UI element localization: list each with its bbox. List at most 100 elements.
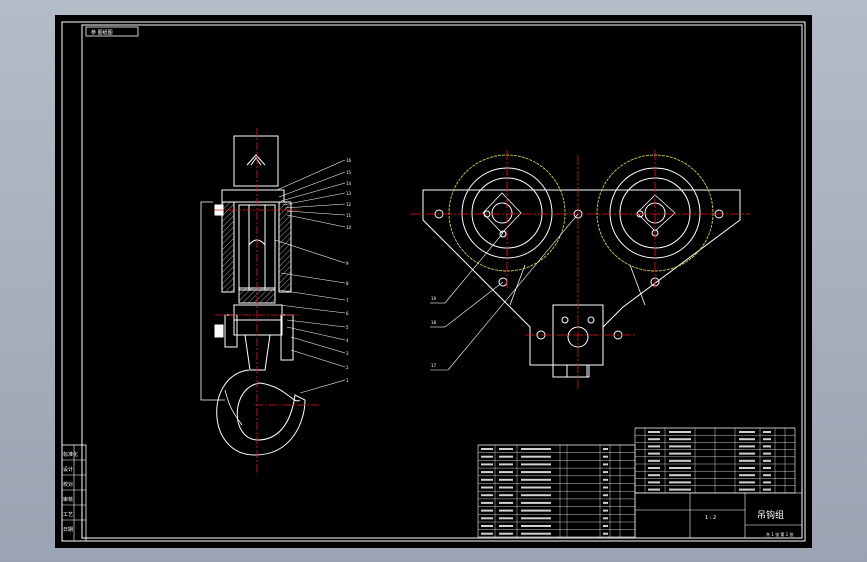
side-label-3: 审核	[63, 496, 73, 503]
bom-cell-glyphs	[603, 486, 608, 489]
bom-cell-glyphs	[648, 452, 660, 455]
bom-cell-glyphs	[481, 486, 493, 489]
sheet-footer-note: 共 1 张 第 1 张	[766, 531, 793, 537]
callout-number: 15	[346, 170, 352, 175]
callout-number: 5	[346, 325, 349, 330]
bom-cell-glyphs	[669, 481, 691, 484]
side-label-1: 设计	[63, 466, 73, 473]
bom-cell-glyphs	[669, 431, 691, 433]
bom-cell-glyphs	[763, 438, 771, 441]
side-label-4: 工艺	[63, 512, 73, 518]
bom-cell-glyphs	[521, 478, 551, 481]
bom-cell-glyphs	[481, 517, 493, 520]
callout-numbers: 16 15 14 13 12 11 10 9 8 7 6 5 4 3 2 1	[346, 158, 352, 383]
inner-border	[81, 24, 803, 539]
bom-cell-glyphs	[669, 438, 691, 441]
callout-number: 6	[346, 311, 349, 316]
bom-cell-glyphs	[521, 501, 551, 504]
bom-cell-glyphs	[481, 494, 493, 497]
bom-cell-glyphs	[499, 463, 513, 466]
bom-cell-glyphs	[739, 467, 755, 469]
bom-cell-glyphs	[499, 501, 513, 504]
bom-cell-glyphs	[603, 448, 608, 450]
side-label-5: 日期	[63, 527, 73, 533]
leader-label: 17	[431, 363, 437, 368]
leader-label: 18	[431, 320, 437, 325]
side-label-0: 标准化	[63, 451, 78, 458]
callout-number: 7	[346, 298, 349, 303]
callout-number: 2	[346, 365, 349, 370]
bom-cell-glyphs	[481, 455, 493, 458]
bom-cell-glyphs	[521, 486, 551, 489]
callout-number: 10	[346, 225, 352, 230]
bom-cell-glyphs	[521, 494, 551, 497]
bom-cell-glyphs	[481, 501, 493, 504]
bom-cell-glyphs	[603, 501, 608, 504]
callout-number: 9	[346, 261, 349, 266]
drawing-sheet[interactable]: 参 图纸图 标准化 设计 校对 审核 工艺 日期	[55, 15, 812, 548]
bom-cell-glyphs	[603, 471, 608, 474]
bom-cell-glyphs	[603, 494, 608, 497]
bom-cell-glyphs	[603, 509, 608, 512]
callout-number: 11	[346, 213, 352, 218]
bom-cell-glyphs	[763, 474, 771, 477]
callout-number: 3	[346, 351, 349, 356]
bom-cell-glyphs	[603, 532, 608, 535]
bom-cell-glyphs	[481, 471, 493, 474]
bom-cell-glyphs	[669, 452, 691, 455]
bom-cell-glyphs	[648, 467, 660, 469]
bom-cell-glyphs	[648, 474, 660, 477]
right-view-leaders	[430, 213, 579, 371]
bom-cell-glyphs	[499, 532, 513, 535]
right-centerlines	[410, 150, 750, 390]
hook-block-section-view	[200, 135, 306, 456]
callout-number: 4	[346, 338, 349, 343]
bom-cell-glyphs	[521, 471, 551, 474]
sheet-scale: 1 : 2	[705, 515, 716, 521]
bom-cell-glyphs	[648, 431, 660, 433]
bom-cell-glyphs	[739, 452, 755, 455]
bom-cell-glyphs	[763, 459, 771, 462]
bom-cell-glyphs	[739, 438, 755, 441]
sheet-title: 吊钩组	[757, 509, 784, 521]
bom-cell-glyphs	[648, 481, 660, 484]
bom-cell-glyphs	[499, 448, 513, 450]
side-strip: 标准化 设计 校对 审核 工艺 日期	[61, 444, 87, 542]
side-label-2: 校对	[63, 481, 73, 488]
outer-border	[61, 21, 806, 542]
bom-cell-glyphs	[499, 494, 513, 497]
bom-cell-glyphs	[481, 525, 493, 527]
bom-cell-glyphs	[499, 509, 513, 512]
bom-cell-glyphs	[603, 478, 608, 481]
bom-cell-glyphs	[603, 455, 608, 458]
bom-cell-glyphs	[763, 452, 771, 455]
bom-cell-glyphs	[521, 463, 551, 466]
bom-cell-glyphs	[481, 532, 493, 535]
bom-cell-glyphs	[648, 488, 660, 491]
bom-cell-glyphs	[739, 488, 755, 491]
bom-cell-glyphs	[499, 486, 513, 489]
left-centerlines	[215, 128, 320, 475]
bom-cell-glyphs	[521, 455, 551, 458]
bom-cell-glyphs	[669, 459, 691, 462]
bom-cell-glyphs	[521, 517, 551, 520]
bom-cell-glyphs	[603, 517, 608, 520]
bom-cell-glyphs	[603, 463, 608, 466]
callout-number: 8	[346, 281, 349, 286]
bom-cell-glyphs	[739, 474, 755, 477]
bom-cell-glyphs	[669, 445, 691, 448]
leader-label: 19	[431, 296, 437, 301]
bom-cell-glyphs	[499, 525, 513, 527]
bom-cell-glyphs	[499, 517, 513, 520]
bom-cell-glyphs	[521, 532, 551, 535]
bom-cell-glyphs	[669, 488, 691, 491]
bom-cell-glyphs	[648, 438, 660, 441]
bom-cell-glyphs	[603, 525, 608, 527]
bom-cell-glyphs	[521, 525, 551, 527]
callout-number: 16	[346, 158, 352, 163]
bom-cell-glyphs	[499, 478, 513, 481]
bom-cell-glyphs	[739, 481, 755, 484]
callout-number: 12	[346, 202, 352, 207]
bom-cell-glyphs	[481, 463, 493, 466]
